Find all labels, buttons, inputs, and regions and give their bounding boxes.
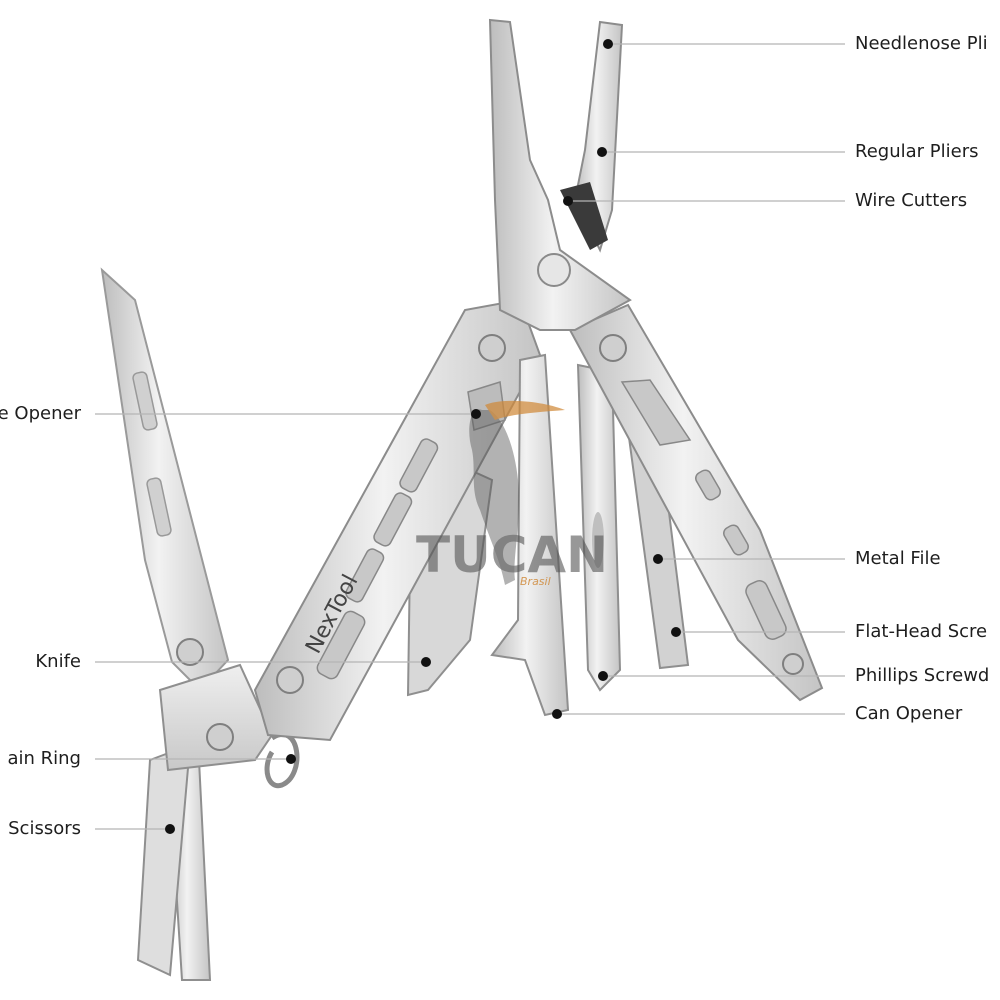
dot-can-opener xyxy=(552,709,562,719)
label-bottle-opener: e Opener xyxy=(0,403,81,424)
label-key-chain-ring: ain Ring xyxy=(7,748,81,769)
label-flat-head-screwdriver: Flat-Head Scre xyxy=(855,621,988,642)
dot-knife xyxy=(421,657,431,667)
dot-metal-file xyxy=(653,554,663,564)
scissors-screw-upper xyxy=(176,638,204,666)
can-opener-tool xyxy=(490,353,570,717)
dot-needlenose-pliers xyxy=(603,39,613,49)
dot-key-ring xyxy=(286,754,296,764)
dot-regular-pliers xyxy=(597,147,607,157)
leader-lines xyxy=(95,43,845,830)
tucan-watermark: TUCAN Brasil xyxy=(416,400,608,588)
callout-dots xyxy=(165,39,681,834)
label-scissors: Scissors xyxy=(8,818,81,839)
label-knife: Knife xyxy=(35,651,81,672)
label-regular-pliers: Regular Pliers xyxy=(855,141,979,162)
label-needlenose-pliers: Needlenose Pli xyxy=(855,33,988,54)
dot-flat-head xyxy=(671,627,681,637)
tucan-sub: Brasil xyxy=(520,575,551,588)
label-metal-file: Metal File xyxy=(855,548,941,569)
label-phillips-screwdriver: Phillips Screwd xyxy=(855,665,990,686)
tucan-wordmark: TUCAN xyxy=(416,526,608,584)
scissors-slot-2 xyxy=(146,477,172,537)
right-handle xyxy=(568,303,824,702)
toucan-bird-icon xyxy=(469,409,519,585)
dot-scissors xyxy=(165,824,175,834)
scissors-arm xyxy=(100,267,300,981)
scissors-slot-1 xyxy=(132,371,158,431)
scissors-frame xyxy=(100,267,230,692)
label-wire-cutters: Wire Cutters xyxy=(855,190,968,211)
scissors-pivot-block xyxy=(158,663,274,772)
dot-bottle-opener xyxy=(471,409,481,419)
dot-wire-cutters xyxy=(563,196,573,206)
left-handle xyxy=(253,298,542,742)
dot-phillips xyxy=(598,671,608,681)
pliers-head xyxy=(488,18,632,331)
scissors-screw-lower xyxy=(206,723,234,751)
label-can-opener: Can Opener xyxy=(855,703,963,724)
